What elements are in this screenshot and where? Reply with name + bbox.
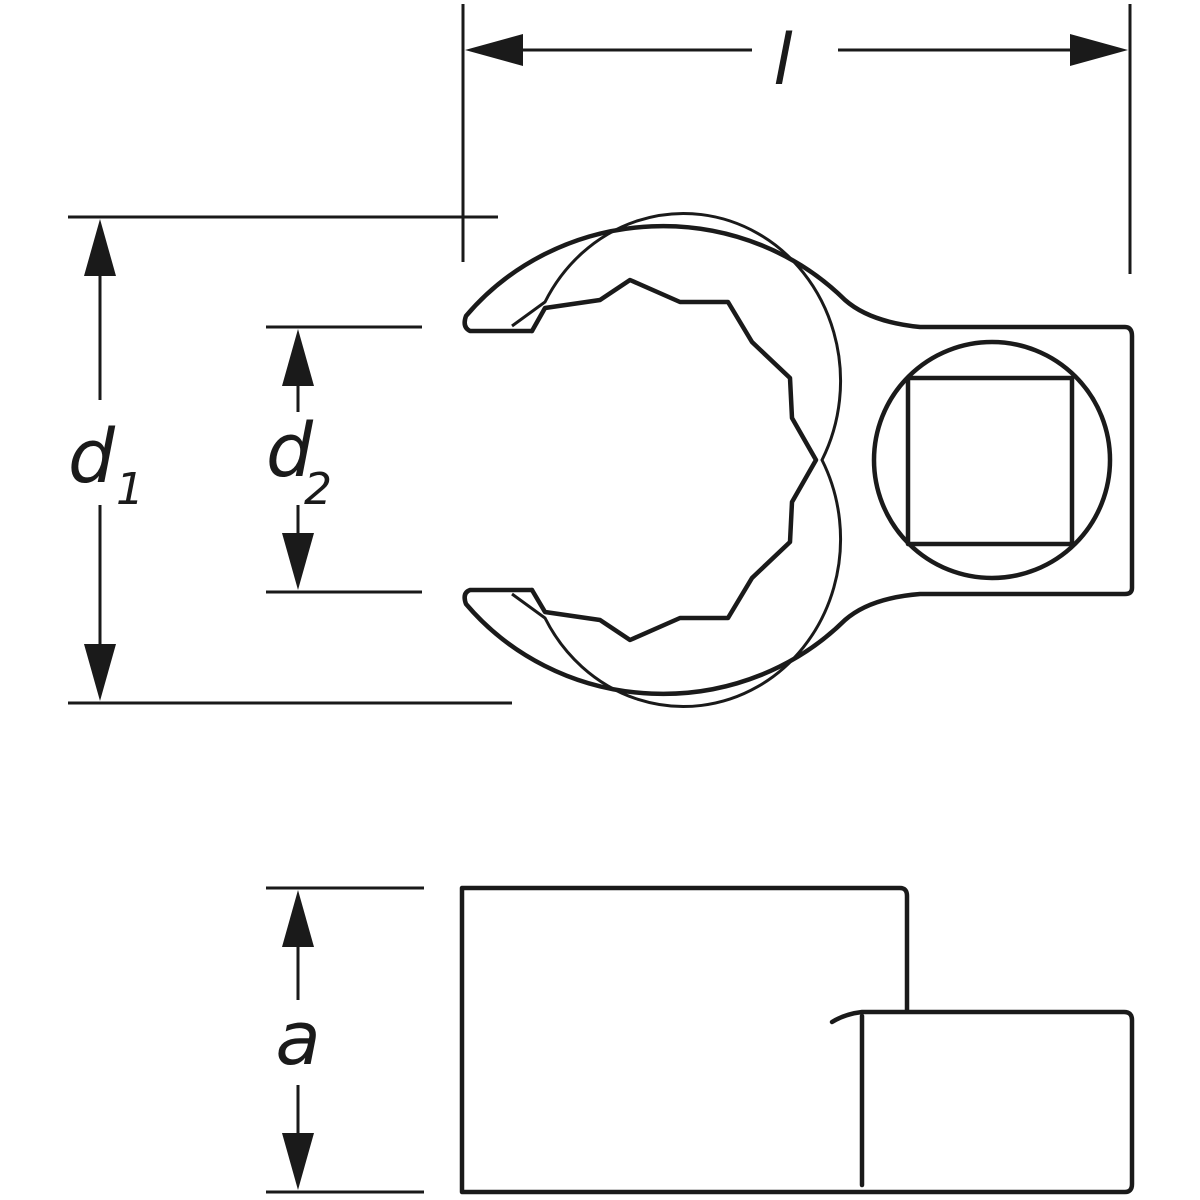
square-drive-circle	[871, 339, 1113, 581]
length-arrow-right	[1070, 34, 1128, 66]
outer-diameter-subscript: 1	[116, 464, 144, 515]
top-view	[462, 211, 1135, 709]
height-label: a	[275, 996, 320, 1082]
height-arrow-bottom	[282, 1133, 314, 1190]
dimension-outer-diameter: d 1	[68, 215, 512, 705]
ring-body-outline	[462, 223, 1135, 697]
inner-diameter-subscript: 2	[304, 464, 332, 515]
twelve-point-chamfer	[511, 211, 843, 709]
outer-diameter-arrow-bottom	[84, 644, 116, 701]
height-arrow-top	[282, 890, 314, 947]
outer-diameter-label: d	[68, 414, 116, 500]
inner-diameter-label: d	[266, 408, 314, 494]
square-drive-hole	[905, 375, 1075, 547]
dimension-inner-diameter: d 2	[266, 325, 422, 594]
side-view	[459, 885, 1135, 1195]
twelve-point-opening	[529, 277, 819, 643]
length-arrow-left	[465, 34, 523, 66]
inner-diameter-arrow-bottom	[282, 533, 314, 590]
outer-diameter-arrow-top	[84, 219, 116, 276]
length-label: l	[773, 19, 793, 101]
side-view-ring-body	[459, 885, 1135, 1195]
dimension-length: l	[461, 4, 1132, 274]
inner-diameter-arrow-top	[282, 329, 314, 386]
dimension-height: a	[266, 886, 424, 1194]
